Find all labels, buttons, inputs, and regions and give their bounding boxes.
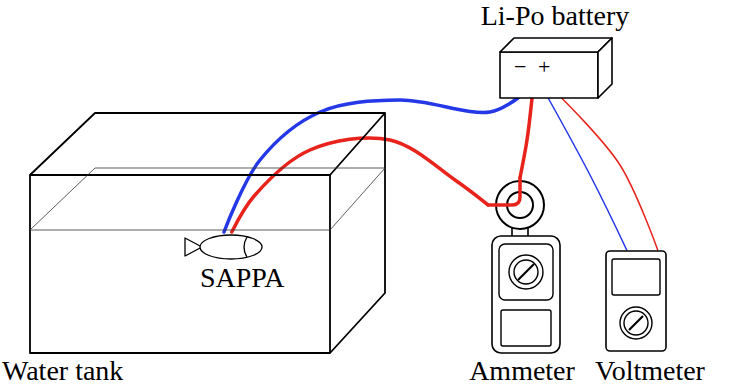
- dial-pointer: [629, 316, 643, 330]
- fish-robot: SAPPA: [185, 232, 263, 262]
- voltmeter-shape: [605, 250, 667, 352]
- probe-lead: [548, 98, 627, 250]
- text-slot: Ammeter: [469, 357, 575, 385]
- voltmeter: Voltmeter: [605, 250, 667, 352]
- water-line: [30, 168, 385, 230]
- meter-display: [612, 259, 660, 295]
- meter-body: [492, 236, 560, 353]
- fish-body: [200, 235, 262, 259]
- meter-label: Ammeter: [469, 357, 575, 385]
- battery-side: [598, 38, 612, 98]
- terminal-sign: +: [538, 56, 550, 78]
- dial-pointer: [518, 264, 534, 280]
- dial-knob-inner: [514, 260, 538, 284]
- fish-gill: [244, 237, 247, 257]
- clamped-wire: [488, 178, 520, 205]
- clamp-ammeter: Ammeter: [488, 178, 564, 354]
- water-surface: [30, 168, 385, 230]
- clamp-ammeter-shape: [488, 178, 564, 354]
- text-slot: Voltmeter: [595, 357, 705, 385]
- positive-wire: [232, 138, 488, 232]
- battery-top: [500, 38, 612, 52]
- text-slot: Water tank: [2, 357, 123, 385]
- positive-wire: [520, 98, 532, 178]
- water-tank-shape: [30, 113, 385, 353]
- meter-display: [501, 310, 551, 346]
- water-tank: Water tankSAPPA: [30, 113, 385, 353]
- water-line: [30, 168, 385, 230]
- battery-label: Li-Po battery: [481, 2, 630, 30]
- negative-wire: [224, 98, 518, 232]
- dial-knob-inner: [624, 311, 648, 335]
- text-slot: SAPPA: [200, 264, 285, 292]
- tank-side: [330, 113, 385, 353]
- robot-label: SAPPA: [200, 264, 285, 292]
- text-slot: −: [514, 56, 526, 78]
- probe-lead: [562, 98, 658, 250]
- dial-knob: [509, 255, 543, 289]
- terminal-sign: −: [514, 56, 526, 78]
- battery: Li-Po battery−+: [500, 38, 612, 98]
- dial-panel: [499, 244, 553, 300]
- dial-knob: [620, 307, 652, 339]
- battery-front: [500, 52, 598, 98]
- tank-front: [30, 175, 330, 353]
- tank-label: Water tank: [2, 357, 123, 385]
- text-slot: Li-Po battery: [481, 2, 630, 30]
- meter-label: Voltmeter: [595, 357, 705, 385]
- tank-outline: [30, 113, 385, 353]
- meter-body: [606, 251, 666, 351]
- tank-top: [30, 113, 385, 175]
- text-slot: +: [538, 56, 550, 78]
- fish-robot-shape: [185, 232, 263, 262]
- fish-robot: [185, 235, 262, 259]
